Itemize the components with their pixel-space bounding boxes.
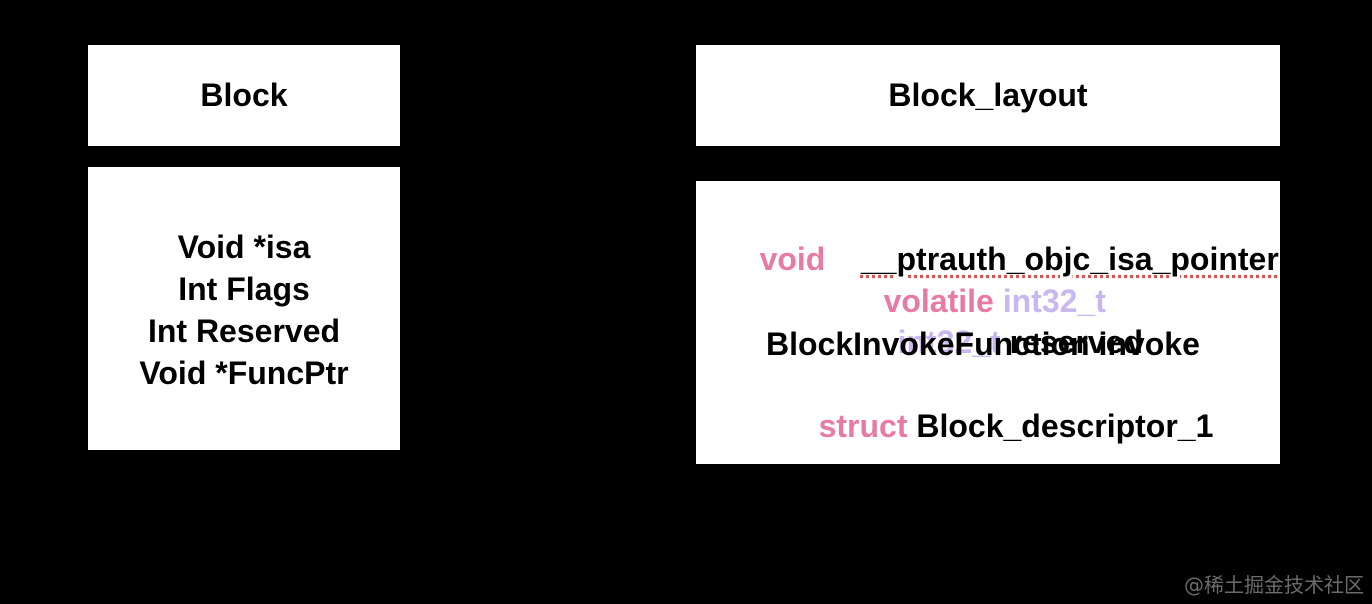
block-layout-fields-box: void __ptrauth_objc_isa_pointer volatile…: [696, 181, 1280, 464]
keyword-struct: struct: [818, 408, 908, 444]
keyword-void: void: [759, 241, 826, 277]
block-field-isa: Void *isa: [177, 228, 311, 265]
keyword-volatile: volatile: [883, 283, 994, 319]
block-title-box: Block: [88, 45, 400, 146]
block-layout-title-box: Block_layout: [696, 45, 1280, 146]
reserved-token: reserved: [1009, 324, 1144, 360]
block-field-flags: Int Flags: [178, 270, 310, 307]
block-layout-title: Block_layout: [888, 77, 1088, 113]
descriptor-token: Block_descriptor_1: [916, 408, 1214, 444]
isa-pointer-token: __ptrauth_objc_isa_pointer: [860, 241, 1279, 277]
layout-line-reserved: int32_t reserved: [862, 282, 1143, 402]
type-int32-flags: int32_t: [1002, 283, 1106, 319]
layout-line-isa: void __ptrauth_objc_isa_pointer: [724, 199, 1279, 319]
layout-line-descriptor: struct Block_descriptor_1: [783, 366, 1214, 486]
block-field-reserved: Int Reserved: [147, 312, 341, 349]
block-title: Block: [200, 77, 288, 113]
layout-line-flags: volatile int32_t: [848, 241, 1106, 361]
block-fields-box: Void *isa Int Flags Int Reserved Void *F…: [88, 167, 400, 450]
watermark: @稀土掘金技术社区: [1184, 573, 1364, 597]
layout-line-invoke: BlockInvokeFunction invoke: [766, 326, 1200, 362]
type-int32-reserved: int32_t: [897, 324, 1001, 360]
block-field-funcptr: Void *FuncPtr: [139, 354, 349, 391]
